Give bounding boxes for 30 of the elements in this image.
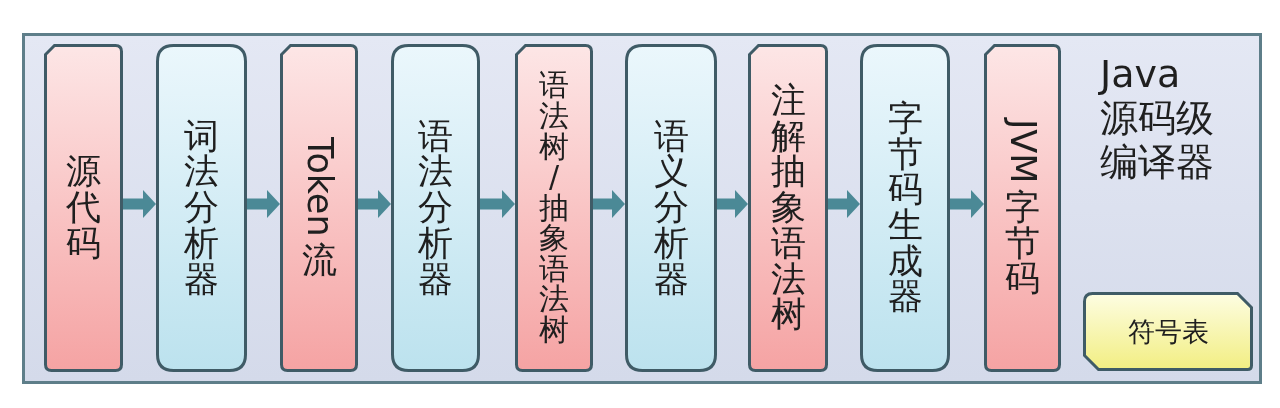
arrow (593, 190, 625, 218)
vertical-label: Token 流 (300, 137, 338, 279)
container-panel (22, 33, 1262, 384)
process-box (625, 44, 717, 372)
data-box (515, 44, 593, 372)
process-box (391, 44, 480, 372)
vertical-label: 语义分析器 (652, 118, 690, 298)
arrow (123, 190, 156, 218)
vertical-label: 语法树/抽象语法树 (538, 70, 570, 346)
vertical-label: 注解抽象语法树 (769, 83, 807, 333)
arrow (247, 190, 280, 218)
vertical-label: JVM 字节码 (1003, 118, 1042, 298)
arrow (358, 190, 391, 218)
arrow (950, 190, 984, 218)
arrow (828, 190, 860, 218)
vertical-label: 源代码 (65, 154, 102, 262)
process-box (860, 44, 950, 372)
label: 符号表 (1127, 314, 1209, 349)
data-box (44, 44, 123, 372)
data-box (280, 44, 358, 372)
process-box (156, 44, 247, 372)
data-box (748, 44, 828, 372)
data-box (984, 44, 1061, 372)
vertical-label: 语法分析器 (417, 118, 454, 298)
tag-box (1083, 292, 1253, 371)
arrow (717, 190, 748, 218)
arrow (480, 190, 515, 218)
panel-heading: Java源码级编译器 (1100, 52, 1215, 184)
vertical-label: 词法分析器 (183, 118, 220, 298)
vertical-label: 字节码生成器 (886, 100, 924, 316)
